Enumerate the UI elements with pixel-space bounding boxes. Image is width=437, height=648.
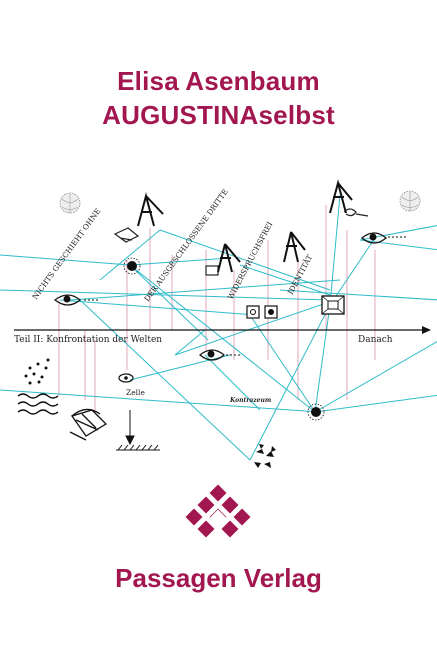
globe-icon <box>59 192 81 214</box>
diagonal-label-1: NICHTS GESCHIEHT OHNE <box>30 207 102 302</box>
frame-icon <box>321 295 345 315</box>
ground-arrow-icon <box>116 410 160 451</box>
small-square-icon <box>205 265 219 276</box>
waves-icon <box>17 393 59 415</box>
a-glyph-icon <box>329 179 353 214</box>
sun-icon <box>123 257 141 275</box>
eye-boxes-icon <box>246 305 278 319</box>
publisher-logo <box>185 484 251 538</box>
a-glyph-icon <box>283 231 306 263</box>
diagonal-label-3: WIDERSPRUCHSFREI <box>226 220 275 301</box>
spiral-sketch-icon <box>343 208 369 217</box>
eye-icon <box>54 294 100 306</box>
timeline-axis <box>14 326 431 334</box>
publisher-name: Passagen Verlag <box>115 563 322 593</box>
figure-sketch-icon <box>113 227 140 243</box>
book-title: AUGUSTINAselbst <box>102 100 335 130</box>
author-name: Elisa Asenbaum <box>117 66 320 96</box>
basket-sketch-icon <box>69 408 108 441</box>
eye-icon <box>199 349 242 361</box>
a-glyph-icon <box>217 243 241 273</box>
axis-label-right: Danach <box>358 335 393 345</box>
cell-icon <box>118 373 134 383</box>
a-glyph-icon <box>137 192 164 227</box>
dots-cluster-icon <box>24 358 50 385</box>
globe-icon <box>399 190 421 212</box>
connection-lines <box>0 194 437 461</box>
eye-icon <box>361 232 406 244</box>
axis-label-left: Teil II: Konfrontation der Welten <box>14 335 162 345</box>
sun-icon <box>307 403 325 421</box>
label-zelle: Zelle <box>126 388 145 397</box>
label-kontrazeum: Kontrazeum <box>229 397 271 404</box>
diagonal-label-4: IDENTITÄT <box>286 253 314 296</box>
shards-icon <box>254 444 276 468</box>
